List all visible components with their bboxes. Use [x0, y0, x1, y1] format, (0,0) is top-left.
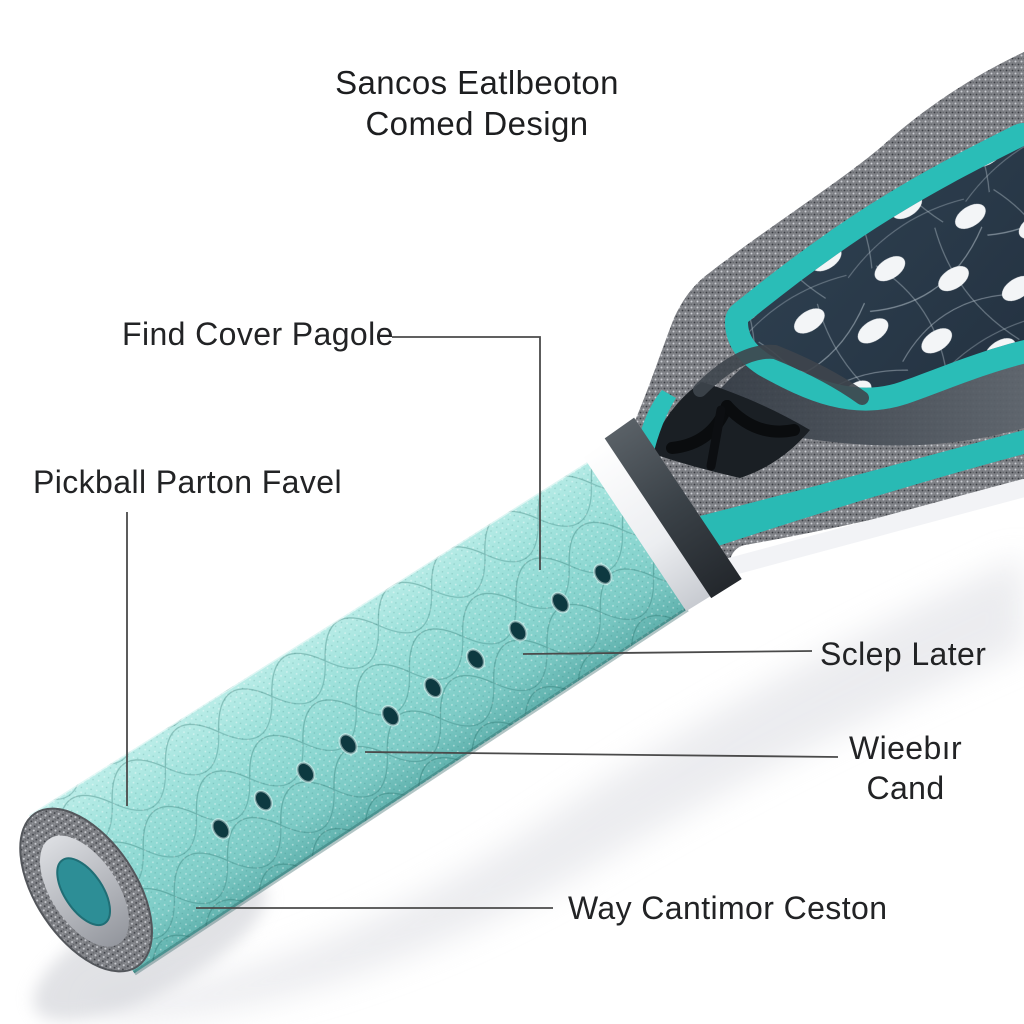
leader-lines	[126, 336, 839, 909]
annotation-sclep: Sclep Later	[820, 636, 987, 672]
collar-dark-ring	[604, 417, 742, 599]
throat-upper-rim	[693, 344, 869, 405]
grip-top-highlight	[28, 459, 590, 817]
grip-bottom-shade	[133, 607, 689, 976]
end-cap-core	[56, 857, 111, 926]
paddle-handle	[19, 417, 742, 976]
grip-end-cap	[19, 807, 153, 973]
frame-bottom-edge-highlight	[691, 479, 1024, 584]
leader-line-wieebir	[364, 751, 839, 758]
leader-line-find-cover	[392, 336, 541, 570]
diagram-title: Sancos Eatlbeoton Comed Design	[190, 62, 764, 144]
annotation-way: Way Cantimor Ceston	[568, 890, 888, 926]
grip-ventilation-holes	[211, 563, 613, 840]
diagram-title-line2: Comed Design	[365, 105, 589, 142]
throat-strut	[721, 400, 800, 438]
throat-opening	[636, 344, 869, 478]
annotation-pickball: Pickball Parton Favel	[33, 464, 342, 500]
leader-line-sclep	[522, 650, 813, 655]
annotation-find-cover: Find Cover Pagole	[122, 316, 394, 352]
collar-white-ring	[583, 439, 712, 612]
annotation-wieebir-line2: Cand	[866, 770, 945, 806]
neck-teal-stripe	[700, 430, 1024, 548]
annotation-wieebir: Wieebır Cand	[828, 728, 983, 808]
throat-strut	[706, 405, 726, 471]
annotation-wieebir-line1: Wieebır	[848, 730, 963, 766]
diagram-title-line1: Sancos Eatlbeoton	[335, 64, 619, 101]
